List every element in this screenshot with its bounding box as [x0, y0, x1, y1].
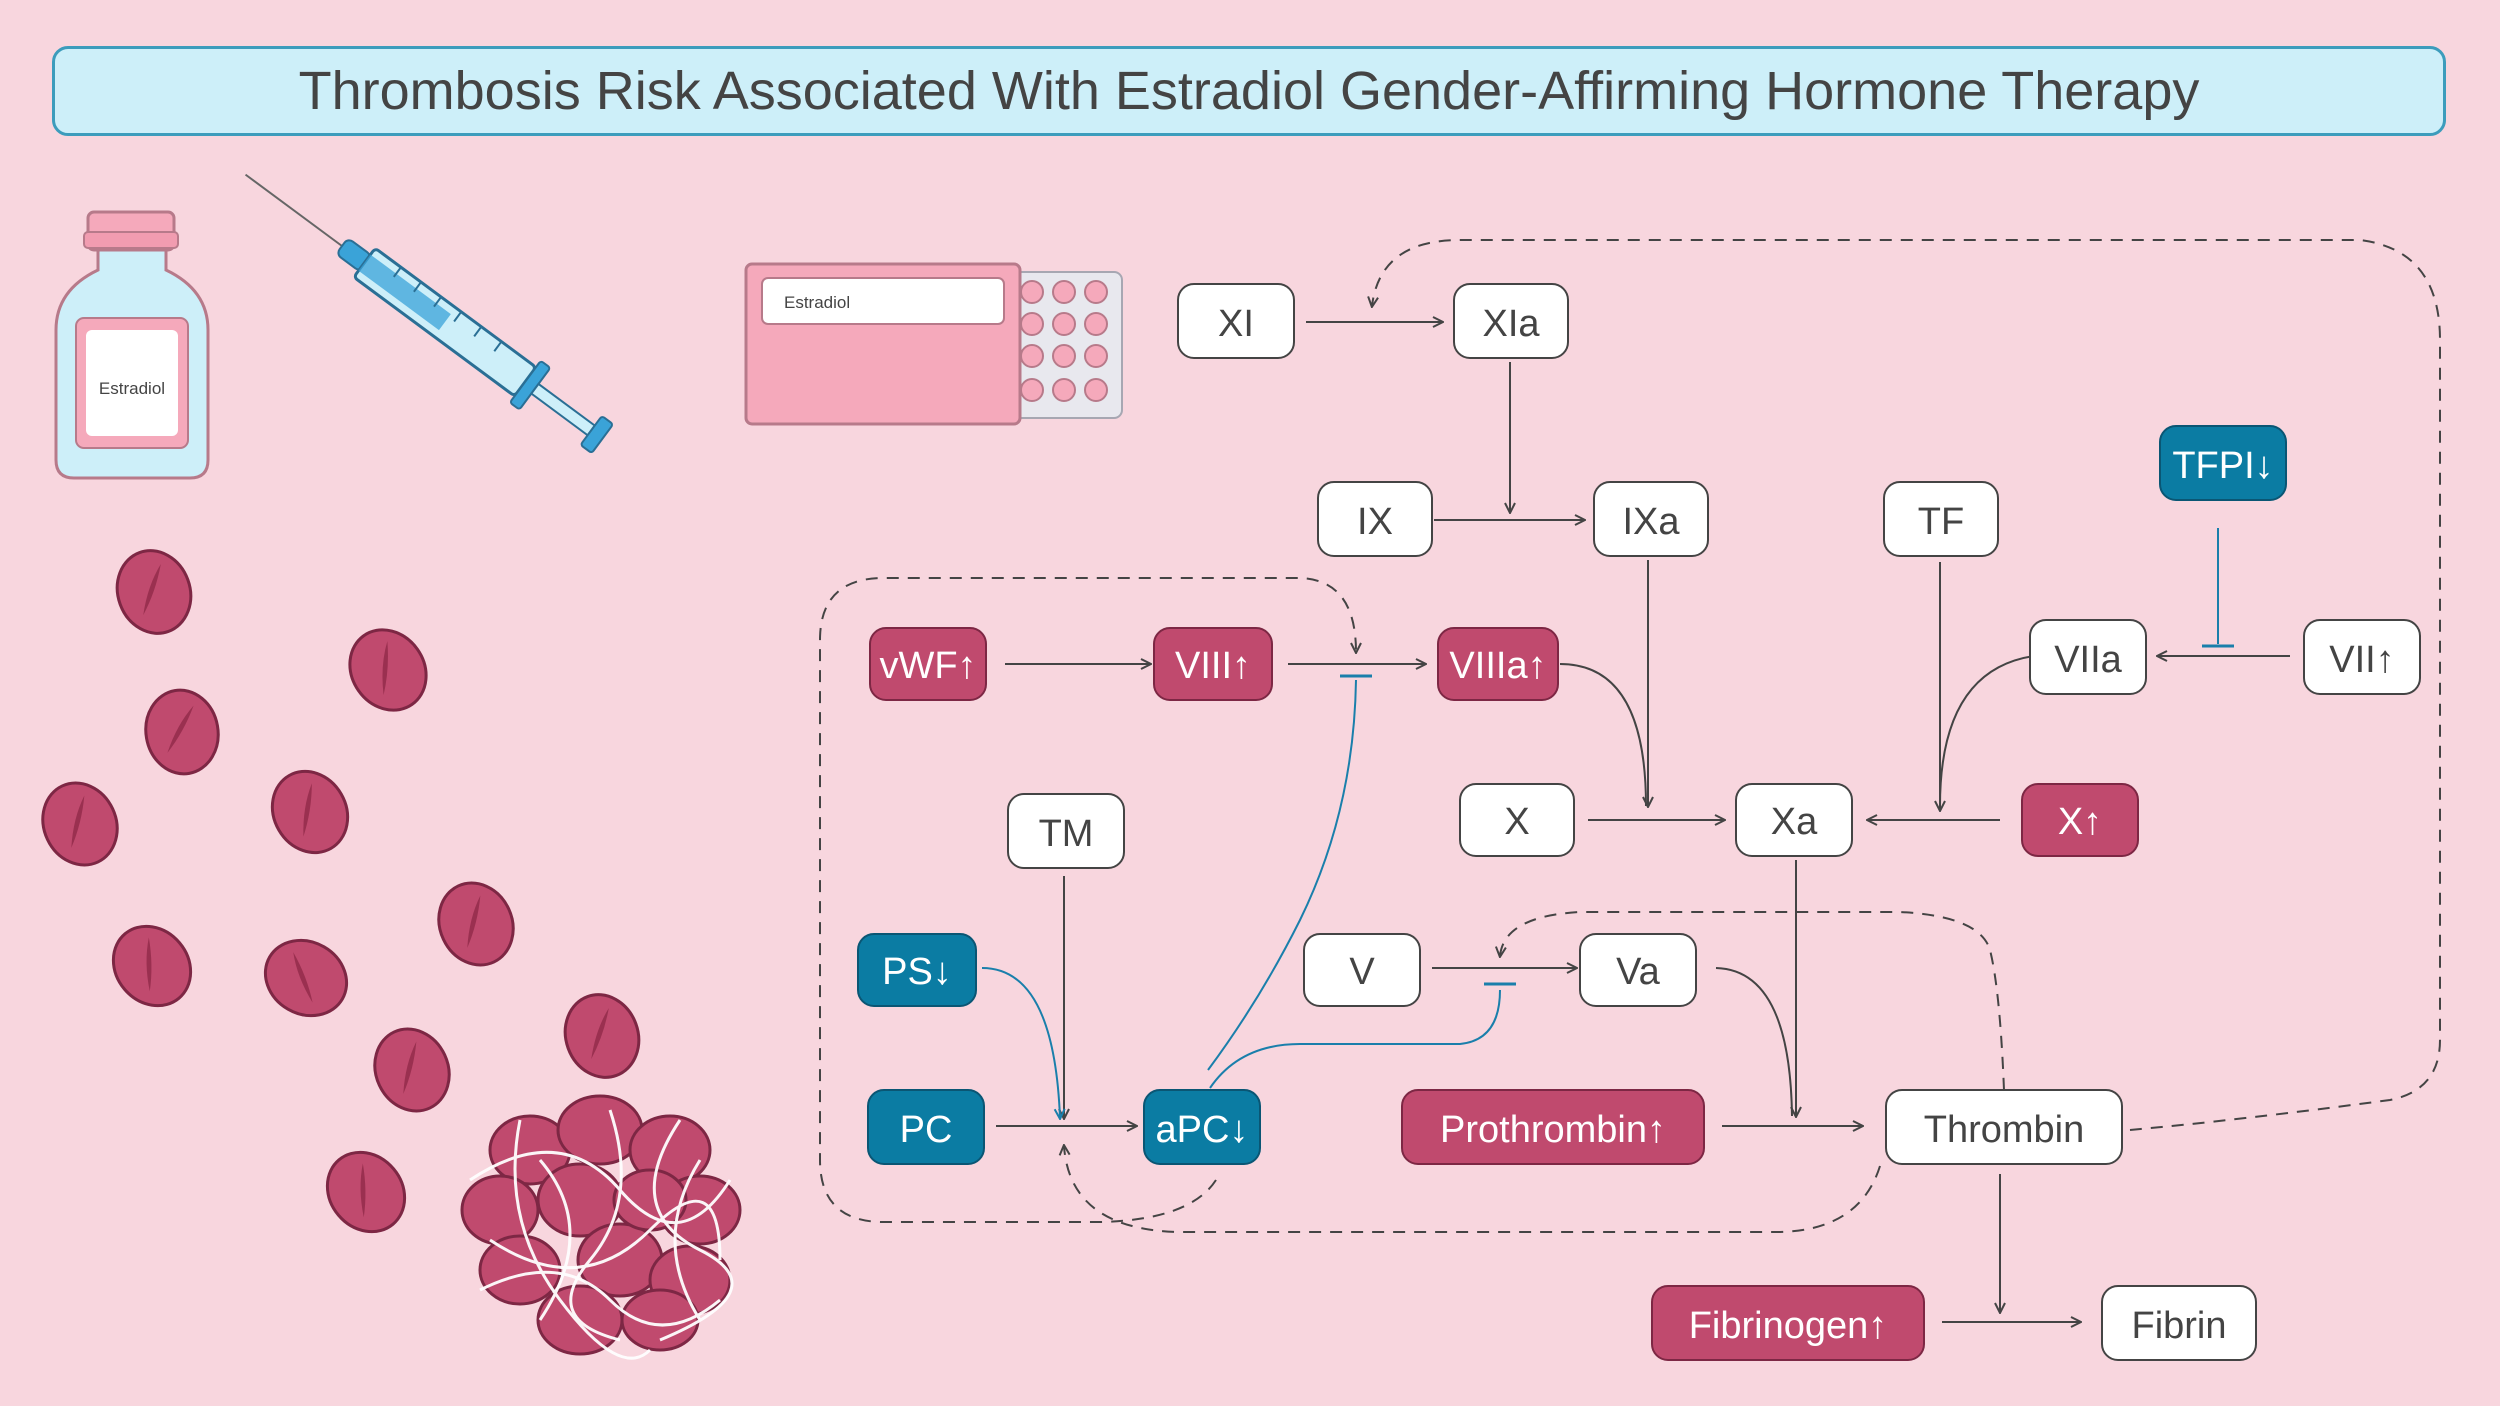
blood-clot-icon — [460, 1094, 742, 1360]
svg-text:XI: XI — [1218, 303, 1254, 345]
svg-text:vWF↑: vWF↑ — [879, 645, 976, 687]
svg-text:X↑: X↑ — [2058, 801, 2102, 843]
svg-text:IX: IX — [1357, 501, 1393, 543]
thrombomodulin-node: TM — [1007, 793, 1125, 869]
svg-text:VIIa: VIIa — [2054, 639, 2122, 681]
svg-text:Xa: Xa — [1771, 801, 1818, 843]
svg-text:V: V — [1349, 951, 1375, 993]
factor-ixa-node: IXa — [1593, 481, 1709, 557]
fibrinogen-node: Fibrinogen↑ — [1651, 1285, 1925, 1361]
tfpi-node: TFPI↓ — [2159, 425, 2287, 501]
factor-vii-node: VII↑ — [2303, 619, 2421, 695]
svg-text:Va: Va — [1616, 951, 1661, 993]
svg-text:TF: TF — [1918, 501, 1964, 543]
svg-text:Prothrombin↑: Prothrombin↑ — [1440, 1109, 1666, 1151]
page-title: Thrombosis Risk Associated With Estradio… — [298, 61, 2200, 121]
vial-label: Estradiol — [99, 379, 165, 398]
svg-text:VIIIa↑: VIIIa↑ — [1449, 645, 1546, 687]
svg-text:aPC↓: aPC↓ — [1156, 1109, 1249, 1151]
factor-viii-node: VIII↑ — [1153, 627, 1273, 701]
svg-text:Fibrin: Fibrin — [2131, 1305, 2226, 1347]
svg-text:VII↑: VII↑ — [2329, 639, 2394, 681]
estradiol-vial-icon: Estradiol — [54, 210, 210, 480]
factor-xia-node: XIa — [1453, 283, 1569, 359]
svg-text:VIII↑: VIII↑ — [1175, 645, 1251, 687]
factor-x-node: X — [1459, 783, 1575, 857]
pill-pack-icon: Estradiol — [744, 262, 1123, 426]
protein-c-node: PC — [867, 1089, 985, 1165]
svg-text:PS↓: PS↓ — [882, 951, 952, 993]
prothrombin-node: Prothrombin↑ — [1401, 1089, 1705, 1165]
factor-v-node: V — [1303, 933, 1421, 1007]
thrombin-node: Thrombin — [1885, 1089, 2123, 1165]
syringe-icon — [244, 173, 613, 453]
vwf-node: vWF↑ — [869, 627, 987, 701]
svg-text:XIa: XIa — [1482, 303, 1540, 345]
svg-text:TFPI↓: TFPI↓ — [2172, 445, 2273, 487]
factor-va-node: Va — [1579, 933, 1697, 1007]
svg-text:X: X — [1504, 801, 1529, 843]
svg-text:Fibrinogen↑: Fibrinogen↑ — [1689, 1305, 1888, 1347]
tissue-factor-node: TF — [1883, 481, 1999, 557]
svg-text:TM: TM — [1039, 813, 1094, 855]
factor-viiia-node: VIIIa↑ — [1437, 627, 1559, 701]
svg-text:Thrombin: Thrombin — [1924, 1109, 2085, 1151]
feedback-loops — [819, 239, 2441, 1233]
pack-label: Estradiol — [784, 293, 850, 312]
pathway-connectors — [981, 322, 2290, 1322]
svg-text:PC: PC — [900, 1109, 953, 1151]
factor-x-increased-node: X↑ — [2021, 783, 2139, 857]
svg-text:IXa: IXa — [1622, 501, 1680, 543]
factor-viia-node: VIIa — [2029, 619, 2147, 695]
fibrin-node: Fibrin — [2101, 1285, 2257, 1361]
factor-xa-node: Xa — [1735, 783, 1853, 857]
protein-s-node: PS↓ — [857, 933, 977, 1007]
factor-ix-node: IX — [1317, 481, 1433, 557]
title-banner: Thrombosis Risk Associated With Estradio… — [52, 46, 2446, 136]
factor-xi-node: XI — [1177, 283, 1295, 359]
activated-protein-c-node: aPC↓ — [1143, 1089, 1261, 1165]
